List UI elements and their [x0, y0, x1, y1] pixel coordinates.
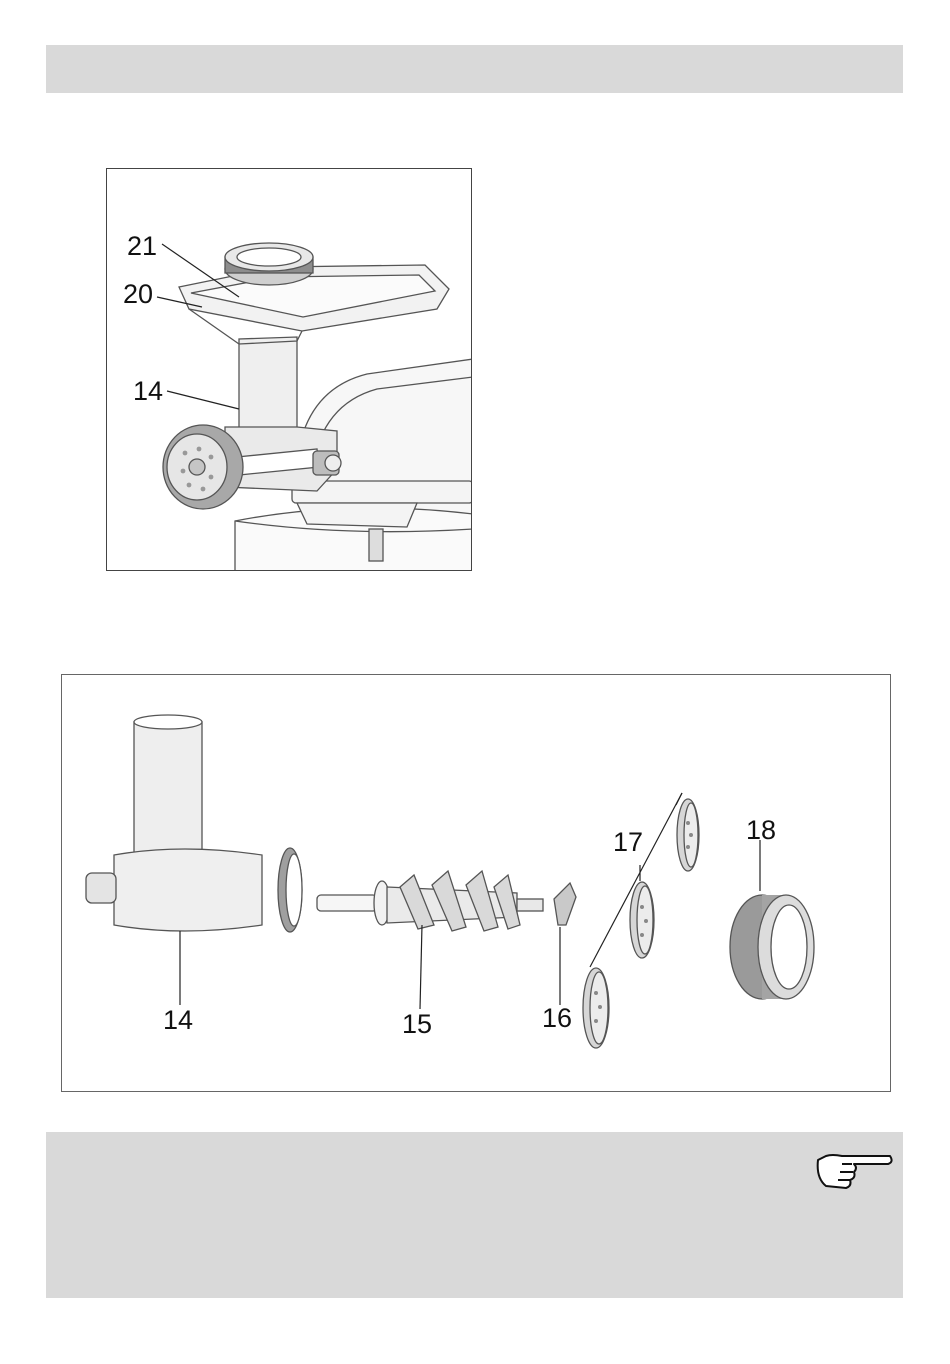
note-box [46, 1132, 903, 1298]
label-part-18: 18 [746, 815, 776, 845]
header-bar [46, 45, 903, 93]
label-part-17: 17 [613, 827, 643, 857]
label-part-16: 16 [542, 1003, 572, 1033]
label-part-14: 14 [163, 1005, 193, 1035]
assembled-grinder-figure: 21 20 14 [106, 168, 472, 571]
pointing-hand-icon [812, 1148, 894, 1194]
label-part-20: 20 [123, 279, 153, 309]
exploded-view-drawing: 14 15 16 17 18 [62, 675, 891, 1092]
exploded-view-figure: 14 15 16 17 18 [61, 674, 891, 1092]
label-part-14: 14 [133, 376, 163, 406]
assembled-grinder-drawing: 21 20 14 [107, 169, 472, 571]
label-part-15: 15 [402, 1009, 432, 1039]
label-part-21: 21 [127, 231, 157, 261]
